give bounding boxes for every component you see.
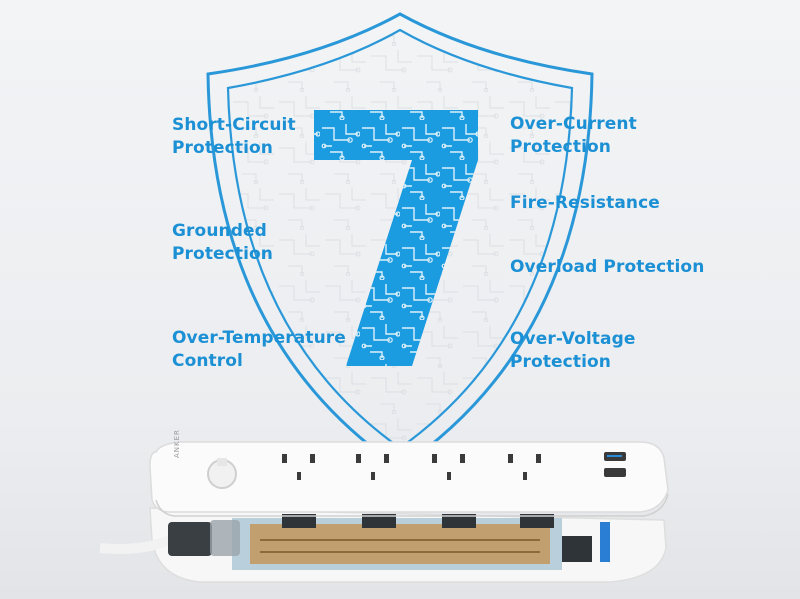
digit-seven — [314, 110, 478, 366]
label-over-current: Over-Current Protection — [510, 114, 637, 157]
label-fire-resistance: Fire-Resistance — [510, 193, 660, 213]
label-grounded: Grounded Protection — [172, 221, 273, 264]
label-over-voltage: Over-Voltage Protection — [510, 329, 636, 372]
brand-logo: ANKER — [173, 429, 181, 458]
label-overload: Overload Protection — [510, 257, 705, 277]
label-over-temperature: Over-Temperature Control — [172, 328, 346, 371]
usb-port-2 — [604, 468, 626, 477]
label-short-circuit: Short-Circuit Protection — [172, 115, 296, 158]
power-strip — [99, 441, 669, 583]
